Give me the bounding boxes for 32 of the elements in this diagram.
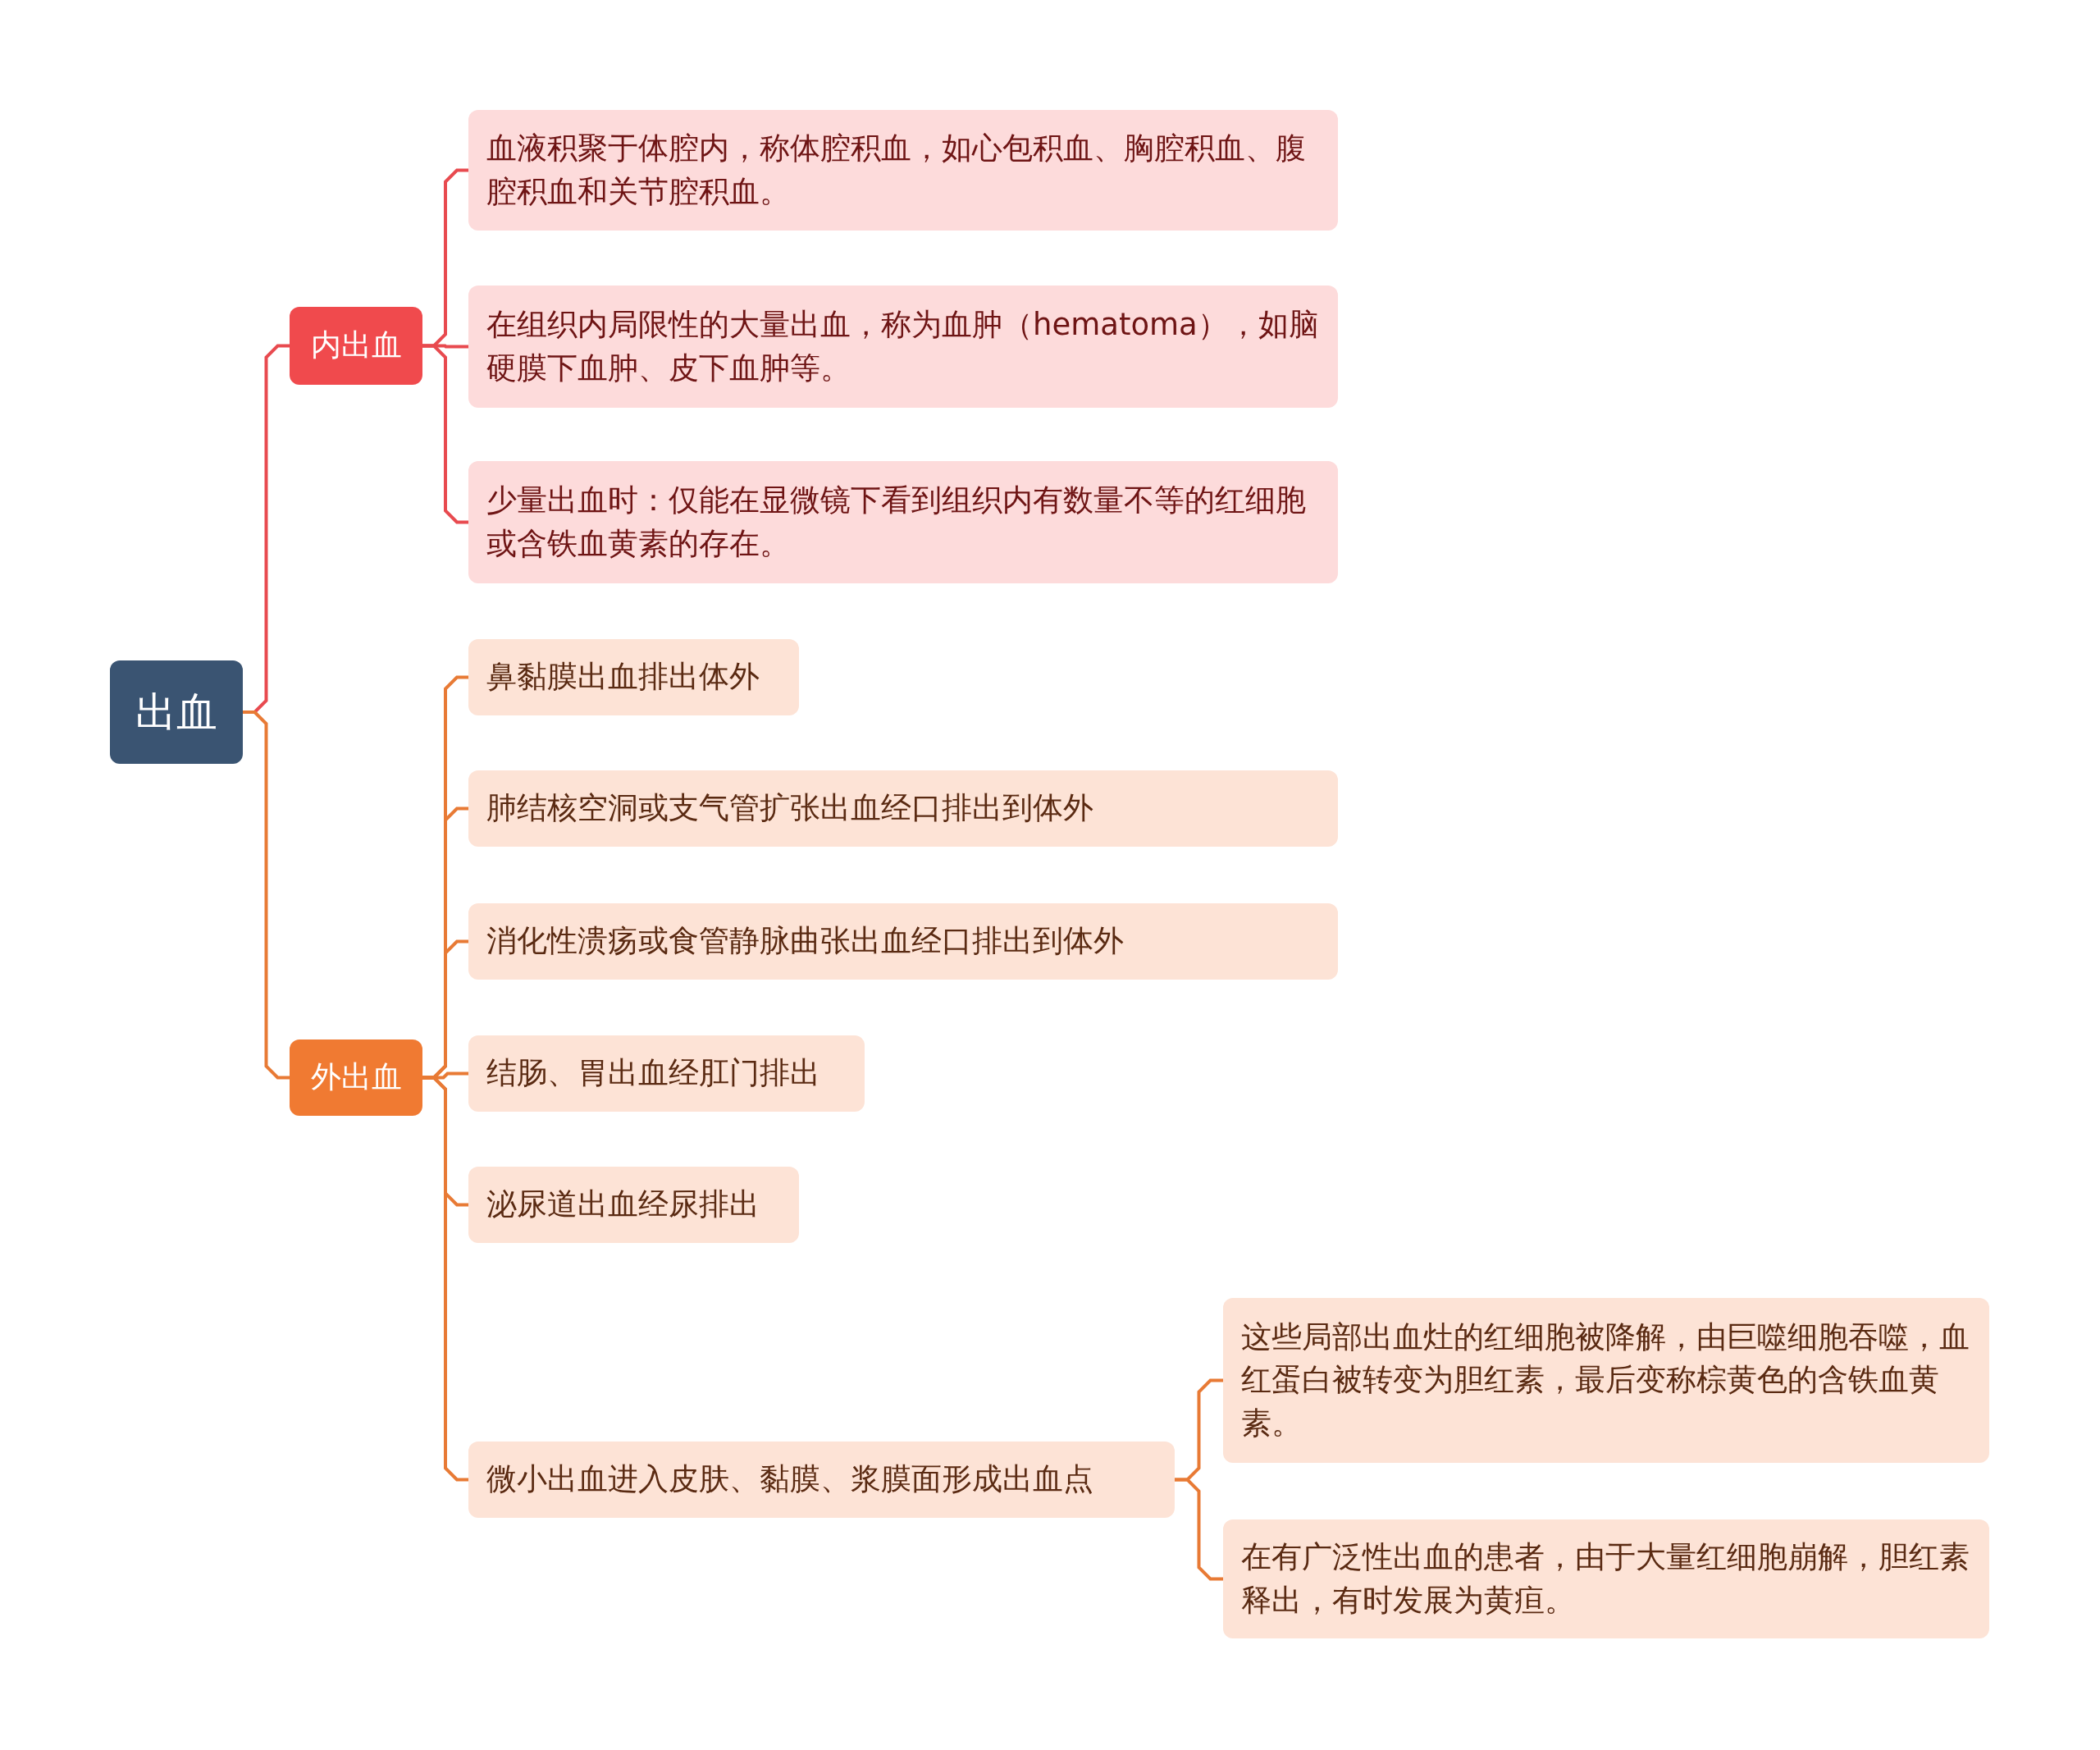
topic-text: 血液积聚于体腔内，称体腔积血，如心包积血、胸腔积血、腹腔积血和关节腔积血。 [486,129,1307,211]
connector-line [1175,1478,1223,1581]
topic-text: 少量出血时：仅能在显微镜下看到组织内有数量不等的红细胞或含铁血黄素的存在。 [486,481,1307,563]
topic-text: 消化性溃疡或食管静脉曲张出血经口排出到体外 [486,922,1124,961]
topic-text: 肺结核空洞或支气管扩张出血经口排出到体外 [486,789,1093,828]
subtopic-box [468,639,799,715]
topic-text: 泌尿道出血经尿排出 [486,1186,760,1224]
topic-text: 外出血 [310,1058,402,1097]
subtopic-box [468,1035,865,1112]
topic-text: 在有广泛性出血的患者，由于大量红细胞崩解，胆红素释出，有时发展为黄疸。 [1241,1538,1970,1620]
topic-text: 鼻黏膜出血排出体外 [486,658,760,697]
connector-line [422,1076,468,1482]
topic-text: 出血 [135,687,217,738]
subtopic-box [468,903,1338,980]
connector-line [422,344,468,524]
subtopic-box [1223,1519,1989,1638]
subtopic-box [468,461,1338,583]
branch-topic-box [290,1039,422,1116]
subtopic-box [1223,1298,1989,1463]
connector-line [243,711,290,1080]
root-topic-box [110,660,243,764]
subtopic-box [468,286,1338,408]
topic-text: 微小出血进入皮肤、黏膜、浆膜面形成出血点 [486,1460,1093,1499]
topic-text: 在组织内局限性的大量出血，称为血肿（hematoma），如脑硬膜下血肿、皮下血肿等。 [486,305,1320,387]
topic-text: 内出血 [310,327,402,365]
topic-text: 结肠、胃出血经肛门排出 [486,1054,820,1093]
subtopic-box [468,1167,799,1243]
subtopic-box [468,770,1338,847]
topic-text: 这些局部出血灶的红细胞被降解，由巨噬细胞吞噬，血红蛋白被转变为胆红素，最后变称棕黄色的含铁血黄素。 [1241,1318,1970,1442]
subtopic-box [468,110,1338,231]
subtopic-box [468,1442,1175,1518]
branch-topic-box [290,307,422,385]
